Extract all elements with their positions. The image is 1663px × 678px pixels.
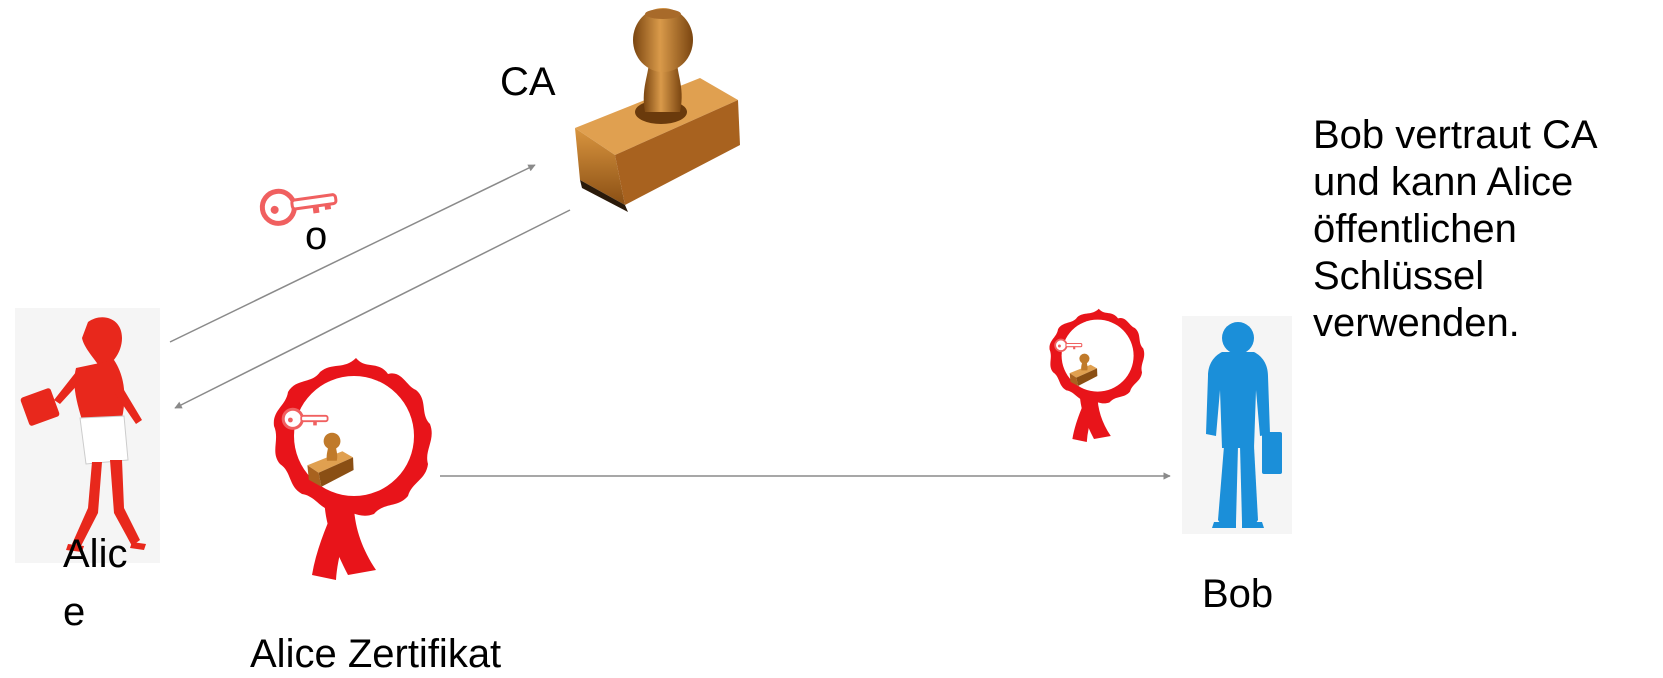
rubber-stamp-icon xyxy=(575,8,740,212)
bob-label: Bob xyxy=(1202,572,1274,616)
ca-label: CA xyxy=(500,60,556,104)
trust-note-line: Schlüssel xyxy=(1313,254,1485,298)
arrow-alice-to-ca xyxy=(169,164,536,343)
arrow-ca-to-alice xyxy=(174,209,571,409)
certificate-seal-small-icon xyxy=(1049,308,1145,442)
certificate-label: Alice Zertifikat xyxy=(250,632,502,676)
trust-note-line: Bob vertraut CA xyxy=(1313,113,1598,157)
businessman-icon xyxy=(1182,316,1292,534)
trust-note-line: verwenden. xyxy=(1313,301,1520,345)
key-icon xyxy=(259,188,338,226)
woman-walking-icon xyxy=(15,308,160,563)
alice-label-line1: Alic xyxy=(63,532,128,576)
alice-label-line2: e xyxy=(63,590,86,634)
trust-note: Bob vertraut CA und kann Alice öffentlic… xyxy=(1313,112,1598,347)
trust-note-line: und kann Alice xyxy=(1313,160,1574,204)
arrows xyxy=(169,164,1171,480)
certificate-seal-icon xyxy=(273,358,432,580)
key-suffix-label: o xyxy=(305,214,328,258)
trust-note-line: öffentlichen xyxy=(1313,207,1517,251)
